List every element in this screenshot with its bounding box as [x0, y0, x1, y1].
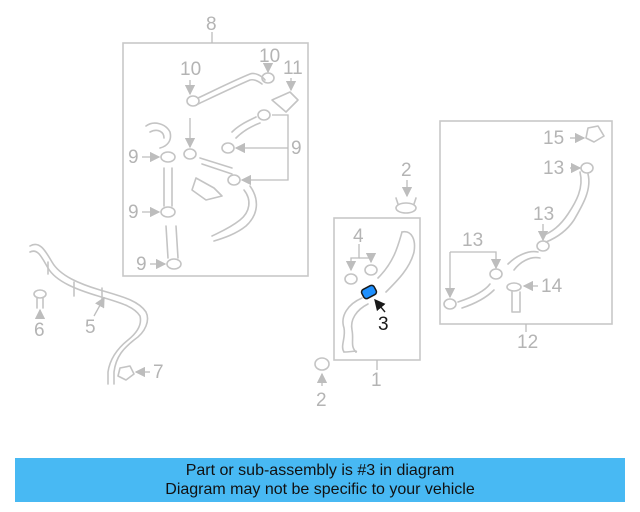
callout-1: 1 — [371, 370, 382, 391]
highlighted-part-3[interactable] — [360, 284, 378, 300]
callout-12: 12 — [517, 332, 538, 353]
hose-group-box-8 — [145, 72, 299, 259]
callout-14: 14 — [541, 276, 563, 297]
callout-4: 4 — [353, 226, 364, 247]
callout-9-upper: 9 — [128, 147, 139, 168]
callout-15: 15 — [543, 128, 564, 149]
callout-13-left: 13 — [462, 230, 483, 251]
callout-9-lower: 9 — [136, 254, 147, 275]
callout-11: 11 — [283, 58, 303, 79]
clamp-group-box-8 — [160, 72, 275, 270]
callout-10-left: 10 — [180, 59, 201, 80]
assembly-box-12 — [439, 120, 613, 325]
assembly-box-1 — [333, 217, 421, 361]
bolt-6 — [33, 289, 47, 309]
banner-line-1: Part or sub-assembly is #3 in diagram — [185, 462, 455, 479]
clamp-group-box-12 — [443, 162, 594, 310]
callout-2-lower: 2 — [316, 390, 327, 411]
callout-5: 5 — [85, 317, 96, 338]
callout-7: 7 — [153, 362, 164, 383]
callout-2-upper: 2 — [401, 160, 412, 181]
callout-9-right: 9 — [291, 138, 302, 159]
callout-6: 6 — [34, 320, 45, 341]
callout-9-middle: 9 — [128, 202, 139, 223]
banner-line-2: Diagram may not be specific to your vehi… — [165, 481, 475, 498]
hose-group-box-1 — [341, 230, 416, 353]
callout-8: 8 — [206, 14, 217, 35]
clamp-group-box-1 — [344, 264, 378, 285]
nut-7 — [117, 365, 135, 381]
clamp-2-upper — [395, 197, 417, 214]
hose-group-box-12 — [457, 125, 605, 313]
callout-10-right: 10 — [259, 46, 280, 67]
callout-13-top: 13 — [543, 158, 564, 179]
callout-3: 3 — [378, 314, 389, 335]
info-banner: Part or sub-assembly is #3 in diagram Di… — [15, 458, 625, 502]
clamp-2-lower — [314, 357, 330, 371]
callout-13-middle: 13 — [533, 204, 554, 225]
